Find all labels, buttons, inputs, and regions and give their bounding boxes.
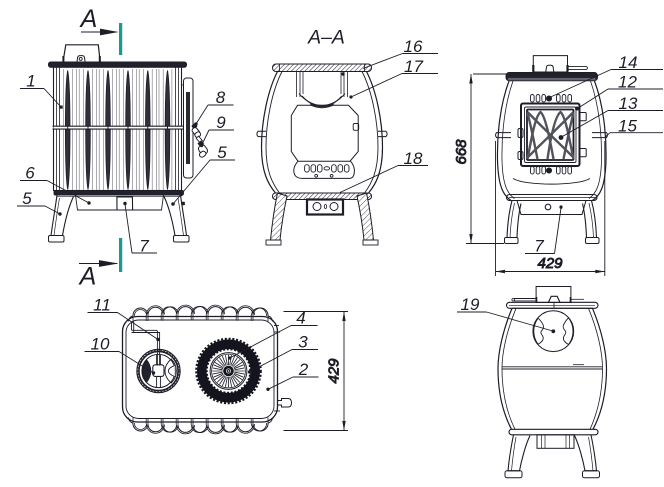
svg-text:429: 429 [537, 255, 563, 272]
svg-text:7: 7 [139, 237, 149, 256]
svg-text:A–A: A–A [307, 27, 345, 49]
svg-text:668: 668 [453, 139, 470, 165]
svg-text:19: 19 [461, 295, 480, 314]
svg-text:6: 6 [25, 164, 35, 183]
svg-text:15: 15 [618, 117, 637, 136]
svg-text:1: 1 [26, 72, 35, 91]
svg-text:4: 4 [296, 309, 305, 328]
svg-text:14: 14 [619, 53, 638, 72]
svg-text:3: 3 [298, 333, 308, 352]
svg-text:7: 7 [534, 237, 544, 256]
svg-text:9: 9 [216, 113, 226, 132]
svg-text:12: 12 [618, 73, 637, 92]
svg-text:5: 5 [22, 189, 32, 208]
svg-text:5: 5 [217, 143, 227, 162]
svg-text:16: 16 [404, 37, 423, 56]
svg-text:8: 8 [216, 88, 226, 107]
svg-text:A: A [79, 5, 98, 33]
svg-text:2: 2 [298, 360, 309, 379]
svg-text:10: 10 [91, 335, 110, 354]
svg-text:18: 18 [404, 149, 423, 168]
svg-text:11: 11 [93, 296, 111, 315]
svg-text:13: 13 [619, 94, 638, 113]
svg-text:17: 17 [404, 57, 423, 76]
svg-text:A: A [78, 263, 97, 291]
svg-text:429: 429 [326, 358, 343, 384]
